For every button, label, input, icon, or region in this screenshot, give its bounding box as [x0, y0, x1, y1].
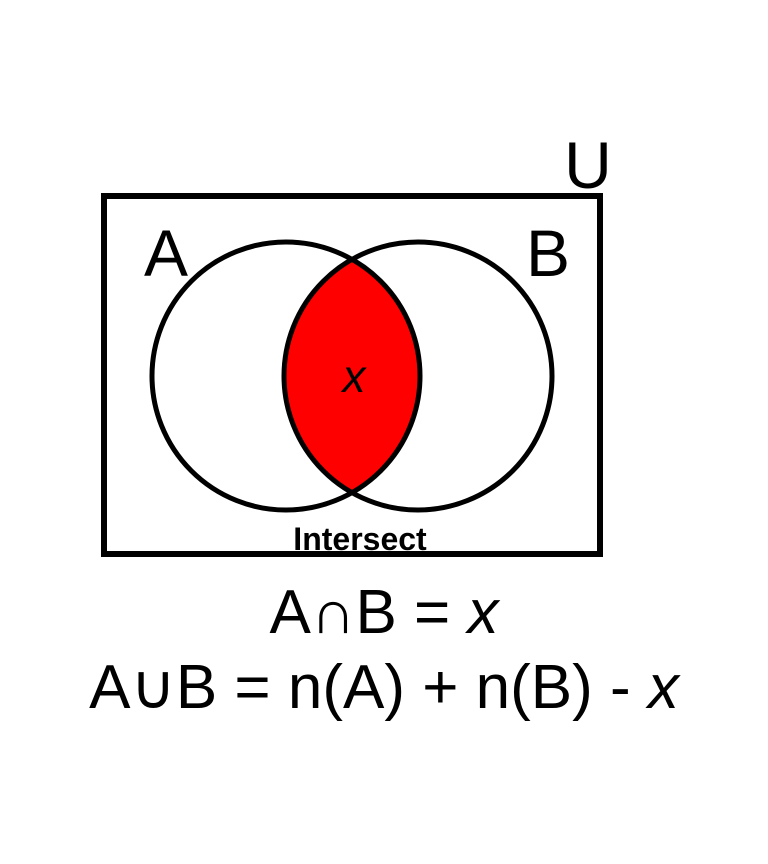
set-b-label: B — [526, 216, 570, 290]
intersection-variable: x — [341, 350, 368, 402]
set-a-circle — [149, 239, 423, 513]
intersection-caption: Intersect — [293, 521, 427, 557]
set-b-circle — [281, 239, 555, 513]
union-formula-lhs: A∪B = n(A) + n(B) - — [89, 653, 648, 722]
intersection-formula-var: x — [467, 578, 499, 647]
universe-label: U — [564, 128, 612, 202]
set-a-label: A — [144, 216, 188, 290]
intersection-formula: A∩B = x — [0, 578, 768, 648]
union-formula: A∪B = n(A) + n(B) - x — [0, 653, 768, 723]
union-formula-var: x — [647, 653, 679, 722]
universe-box — [101, 193, 603, 557]
intersection-formula-lhs: A∩B = — [269, 578, 468, 647]
